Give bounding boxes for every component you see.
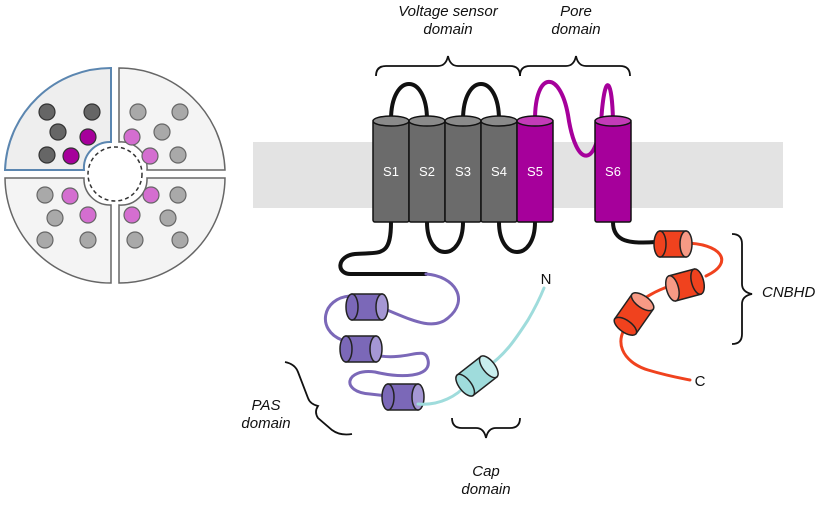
voltage-sensor-line1: Voltage sensor (398, 3, 498, 20)
helix-s5: S5 (516, 115, 554, 223)
segment-label-s4: S4 (491, 164, 507, 179)
helix-dot (123, 206, 141, 224)
s1-to-pas-linker (338, 220, 428, 276)
segment-label-s3: S3 (455, 164, 471, 179)
cap-domain: N (416, 271, 552, 406)
helix-dot (79, 206, 97, 224)
helix-s4: S4 (480, 115, 518, 223)
helix-dot (169, 186, 187, 204)
pas-loops (324, 272, 460, 398)
voltage-sensor-domain-label: Voltage sensor domain (358, 3, 538, 39)
cap-brace (451, 417, 521, 439)
central-pore (87, 146, 143, 202)
pas-domain-label: PAS domain (226, 397, 306, 433)
cap-domain-label: Cap domain (456, 463, 516, 499)
helix-dot (46, 209, 64, 227)
pas-line1: PAS (251, 397, 281, 414)
cnbhd-helix-3 (613, 292, 655, 336)
pas-line2: domain (241, 415, 291, 432)
loop-s2-s3 (425, 220, 465, 254)
subunit-bottom-left (4, 177, 112, 284)
cnbhd-domain: C (613, 230, 724, 390)
helix-dot (38, 146, 56, 164)
helix-dot (49, 123, 67, 141)
helix-dot (159, 209, 177, 227)
segment-label-s2: S2 (419, 164, 435, 179)
helix-dot (123, 128, 141, 146)
cnbhd-brace (731, 233, 753, 345)
channel-top-view (3, 66, 226, 284)
cap-helix (455, 355, 499, 397)
pas-helix-3 (381, 383, 425, 411)
loop-s4-s5 (497, 220, 537, 254)
cap-line1: Cap (472, 463, 500, 480)
pore-domain-label: Pore domain (536, 3, 616, 39)
loop-s1-s2 (389, 82, 429, 122)
pas-domain (324, 272, 460, 411)
helix-dot (129, 103, 147, 121)
helix-s2: S2 (408, 115, 446, 223)
loop-s3-s4 (461, 82, 501, 122)
helix-dot (38, 103, 56, 121)
pore-line1: Pore (560, 3, 592, 20)
helix-dot (62, 147, 80, 165)
helix-dot (36, 186, 54, 204)
pas-helix-2 (339, 335, 383, 363)
helix-dot (141, 147, 159, 165)
cap-line2: domain (461, 481, 511, 498)
helix-dot (171, 103, 189, 121)
helix-dot (153, 123, 171, 141)
pore-brace (519, 55, 631, 77)
subunit-bottom-right (118, 177, 226, 284)
helix-dot (171, 231, 189, 249)
helix-dot (83, 103, 101, 121)
helix-dot (126, 231, 144, 249)
helix-s6: S6 (594, 115, 632, 223)
helix-dot (36, 231, 54, 249)
helix-dot (169, 146, 187, 164)
helix-dot (61, 187, 79, 205)
cnbhd-label: CNBHD (762, 284, 816, 301)
pas-helix-1 (345, 293, 389, 321)
helix-dot (79, 231, 97, 249)
s6-to-cnbhd-linker (611, 220, 658, 245)
subunit-top-right (118, 67, 226, 171)
helix-dot (142, 186, 160, 204)
segment-label-s1: S1 (383, 164, 399, 179)
voltage-sensor-brace (375, 55, 521, 77)
pore-line2: domain (551, 21, 601, 38)
helix-s3: S3 (444, 115, 482, 223)
helix-dot (79, 128, 97, 146)
cnbhd-helix-1 (653, 230, 693, 258)
segment-label-s5: S5 (527, 164, 543, 179)
pas-brace (284, 361, 353, 436)
transmembrane-helices: S1 S2 S3 S4 S5 S6 (372, 115, 632, 223)
voltage-sensor-line2: domain (423, 21, 473, 38)
c-terminus-label: C (695, 373, 706, 390)
n-terminus-label: N (541, 271, 552, 288)
cnbhd-helix-2 (664, 268, 706, 302)
segment-label-s6: S6 (605, 164, 621, 179)
pore-loop (533, 80, 615, 158)
helix-s1: S1 (372, 115, 410, 223)
